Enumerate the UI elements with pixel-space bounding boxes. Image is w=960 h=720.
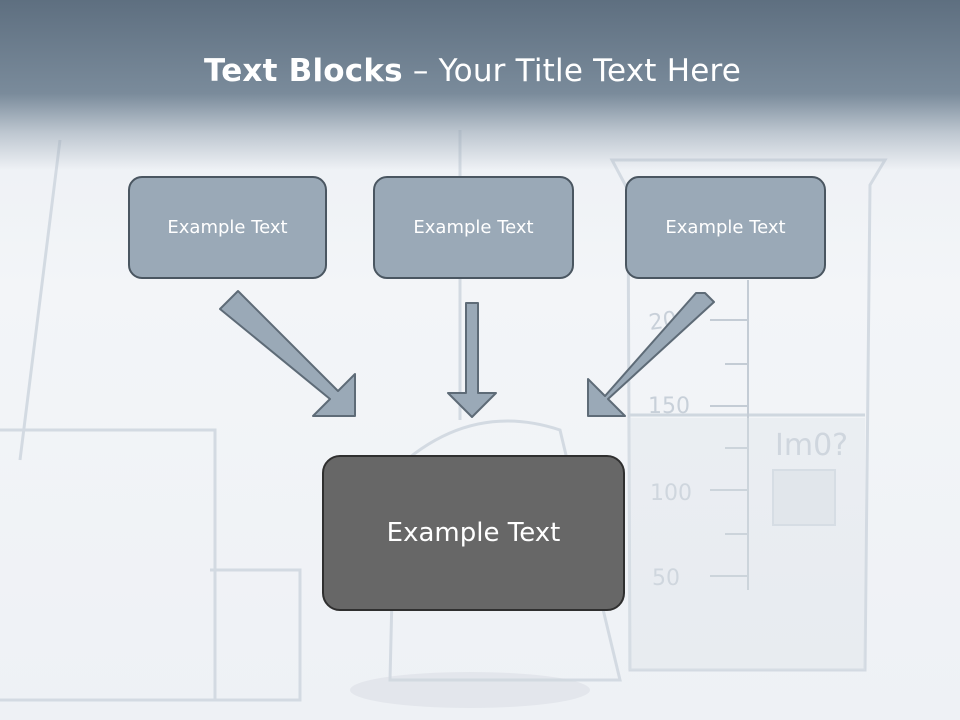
svg-text:Im0?: Im0? — [775, 428, 848, 463]
arrow-center-icon — [447, 302, 497, 418]
text-block-left[interactable]: Example Text — [128, 176, 327, 279]
arrow-right-icon — [587, 292, 715, 417]
arrow-left-icon — [219, 290, 356, 417]
text-block-center[interactable]: Example Text — [373, 176, 574, 279]
title-rest-part: – Your Title Text Here — [402, 53, 742, 89]
svg-text:50: 50 — [652, 566, 680, 591]
svg-text:100: 100 — [650, 481, 692, 506]
title-banner — [0, 0, 960, 170]
text-block-left-label: Example Text — [167, 217, 288, 238]
text-block-right-label: Example Text — [665, 217, 786, 238]
slide-title: Text Blocks – Your Title Text Here — [0, 53, 945, 89]
title-bold-part: Text Blocks — [203, 53, 403, 89]
text-block-right[interactable]: Example Text — [625, 176, 826, 279]
main-text-block[interactable]: Example Text — [322, 455, 625, 611]
text-block-center-label: Example Text — [413, 217, 534, 238]
svg-text:150: 150 — [648, 394, 690, 419]
main-text-block-label: Example Text — [386, 518, 561, 548]
